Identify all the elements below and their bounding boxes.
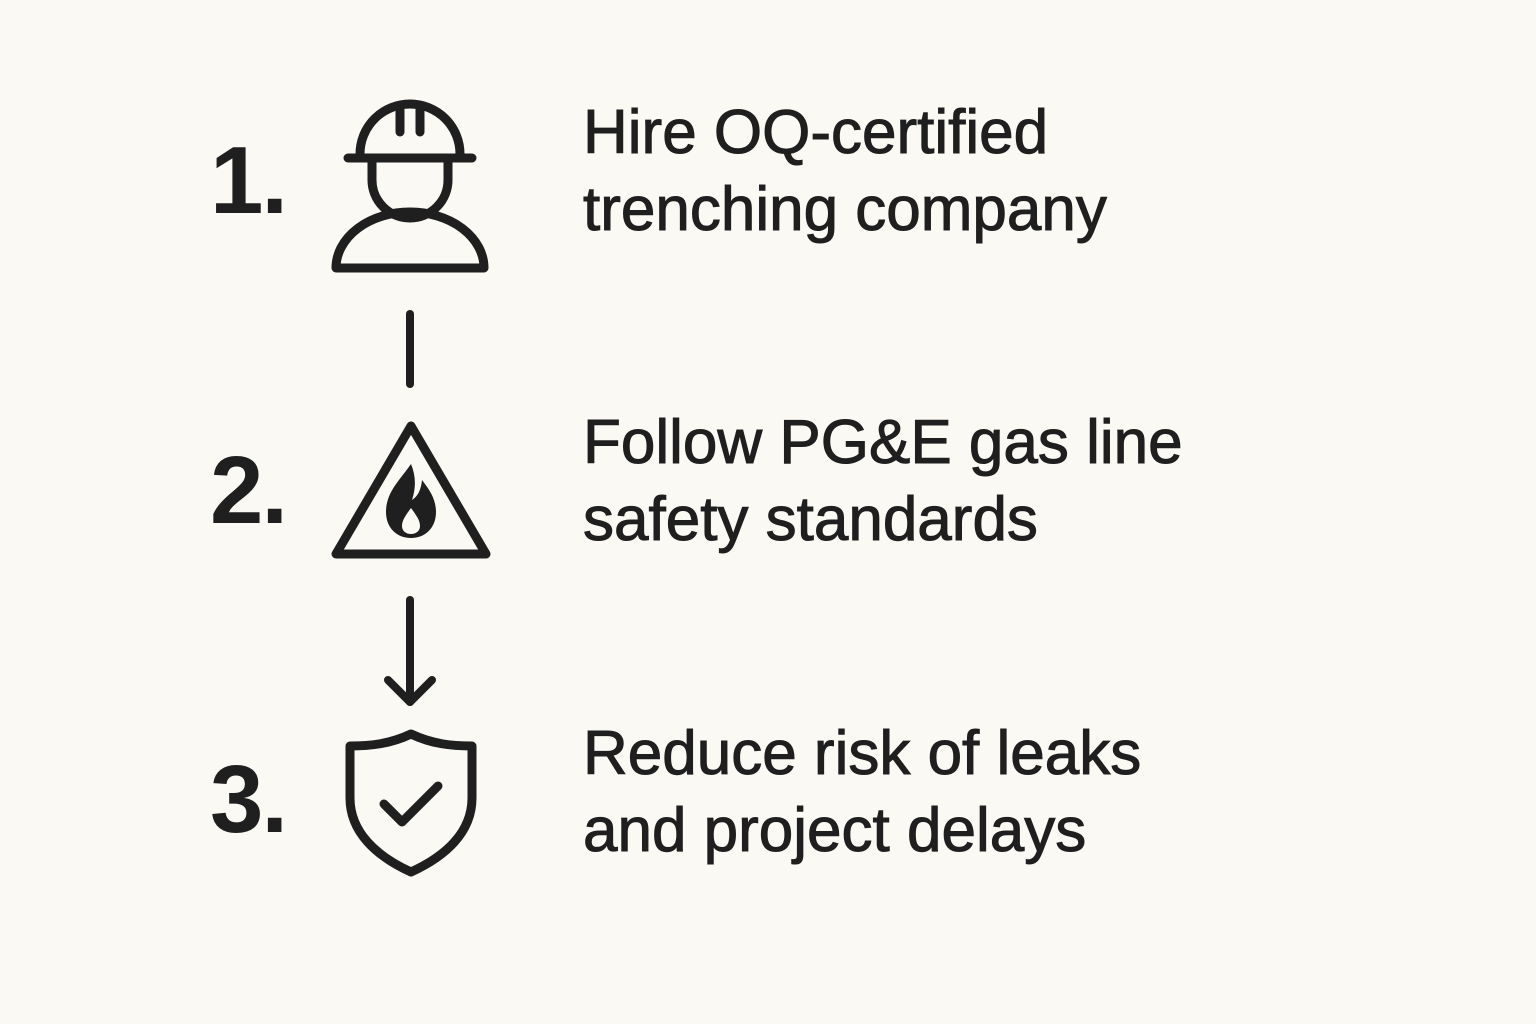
step-description: Reduce risk of leaks and project delays (582, 715, 1142, 869)
flammable-warning-triangle-icon (331, 421, 491, 559)
step-number: 3. (210, 746, 288, 853)
connector-line (406, 310, 414, 388)
step-description: Hire OQ-certified trenching company (583, 94, 1108, 248)
step-description-line: Hire OQ-certified (583, 98, 1049, 168)
step-description: Follow PG&E gas line safety standards (583, 404, 1184, 558)
shield-check-icon (345, 729, 477, 877)
step-description-line: safety standards (583, 485, 1039, 555)
step-number: 1. (210, 127, 288, 234)
arrow-down-icon (384, 596, 436, 706)
step-description-line: trenching company (583, 175, 1108, 245)
step-description-line: Follow PG&E gas line (583, 408, 1184, 478)
step-description-line: Reduce risk of leaks (582, 719, 1142, 789)
step-number: 2. (210, 437, 288, 544)
step-description-line: and project delays (582, 796, 1087, 866)
flame-icon (386, 464, 436, 538)
worker-hard-hat-icon (331, 99, 489, 273)
